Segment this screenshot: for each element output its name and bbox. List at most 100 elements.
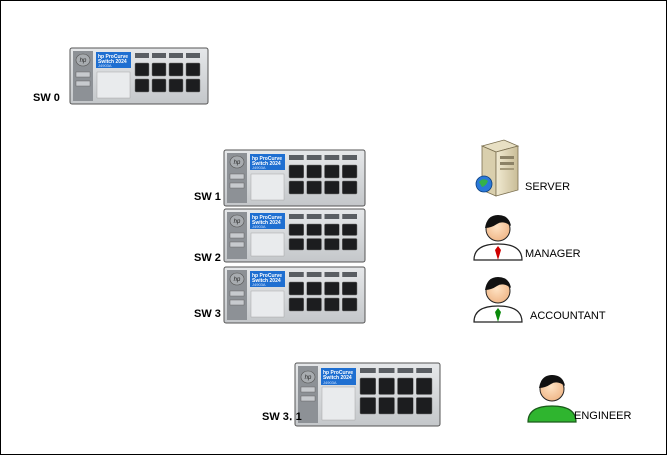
ethernet-port[interactable] [168,78,184,93]
switch-brand-badge [321,368,356,385]
switch-model: J4903A [98,63,112,68]
ethernet-port[interactable] [306,223,322,236]
port-number-tag [306,155,322,160]
user-icon [473,215,523,261]
port-number-tag [416,368,432,373]
accountant-node[interactable]: ACCOUNTANT [473,277,606,323]
switch-front-button[interactable] [75,80,91,87]
ethernet-port[interactable] [342,281,358,296]
svg-text:hp: hp [80,58,87,64]
ethernet-port[interactable] [397,397,414,415]
port-number-tag [186,53,200,58]
ethernet-port[interactable] [151,62,167,77]
switch-brand-line1: hp ProCurve [323,370,353,376]
switch-label-sw2: SW 2 [194,252,221,264]
user-icon [527,375,577,423]
server-node[interactable]: SERVER [475,139,570,197]
ethernet-port[interactable] [134,62,150,77]
switch-brand-line2: Switch 2024 [323,375,352,381]
ethernet-port[interactable] [324,297,340,312]
switch-model: J4903A [252,165,266,170]
switch-brand-badge [250,213,285,229]
port-number-tag [342,214,357,219]
server-label: SERVER [525,181,570,193]
switch-brand-line2: Switch 2024 [252,278,281,284]
user-icon [473,277,523,323]
ethernet-port[interactable] [324,223,340,236]
ethernet-port[interactable] [288,281,304,296]
manager-node[interactable]: MANAGER [473,215,581,261]
ethernet-port[interactable] [359,377,376,395]
ethernet-port[interactable] [324,238,340,251]
ethernet-port[interactable] [342,238,358,251]
port-number-tag [289,155,304,160]
switch-ports [300,368,433,421]
port-number-tag [306,272,322,277]
status-led-panel [321,386,356,421]
switch-brand-line1: hp ProCurve [252,156,282,162]
switch-front-button[interactable] [300,386,316,393]
engineer-node[interactable]: ENGINEER [527,375,632,423]
ethernet-port[interactable] [416,377,433,395]
ethernet-port[interactable] [342,164,358,179]
switch-brand-line1: hp ProCurve [252,215,282,221]
switch-front-button[interactable] [229,182,245,189]
ethernet-port[interactable] [306,297,322,312]
ethernet-port[interactable] [306,238,322,251]
ethernet-port[interactable] [342,180,358,195]
ethernet-port[interactable] [288,297,304,312]
ethernet-port[interactable] [151,78,167,93]
switch-model: J4903A [252,282,266,287]
ethernet-port[interactable] [342,223,358,236]
ethernet-port[interactable] [342,297,358,312]
ethernet-port[interactable] [185,62,201,77]
status-led-panel [250,232,285,257]
switch-sw2[interactable]: hp hp ProCurve Switch 2024 J4903A [223,208,366,263]
ethernet-port[interactable] [397,377,414,395]
port-number-tag [324,214,340,219]
port-number-tag [324,272,340,277]
ethernet-port[interactable] [359,397,376,415]
ethernet-port[interactable] [134,78,150,93]
switch-front-button[interactable] [300,395,316,402]
ethernet-port[interactable] [288,180,304,195]
switch-sw31[interactable]: hp hp ProCurve Switch 2024 J4903A [294,362,441,427]
ethernet-port[interactable] [306,180,322,195]
ethernet-port[interactable] [378,377,395,395]
svg-text:hp: hp [305,375,312,381]
ethernet-port[interactable] [288,164,304,179]
ethernet-port[interactable] [185,78,201,93]
switch-front-button[interactable] [229,241,245,248]
switch-sw0[interactable]: hp hp ProCurve Switch 2024 J4903A [69,47,209,105]
switch-sw1[interactable]: hp hp ProCurve Switch 2024 J4903A [223,149,366,207]
port-number-tag [152,53,166,58]
svg-text:hp: hp [234,277,241,283]
switch-front-button[interactable] [229,290,245,297]
ethernet-port[interactable] [324,164,340,179]
ethernet-port[interactable] [416,397,433,415]
switch-ports [229,214,358,257]
switch-label-sw3: SW 3 [194,308,221,320]
ethernet-port[interactable] [288,238,304,251]
switch-label-sw1: SW 1 [194,191,221,203]
switch-front-button[interactable] [229,173,245,180]
switch-front-button[interactable] [75,71,91,78]
ethernet-port[interactable] [288,223,304,236]
ethernet-port[interactable] [324,180,340,195]
switch-front-button[interactable] [229,232,245,239]
switch-brand-line1: hp ProCurve [252,273,282,279]
ethernet-port[interactable] [378,397,395,415]
port-number-tag [135,53,149,58]
port-number-tag [342,155,357,160]
ethernet-port[interactable] [306,164,322,179]
ethernet-port[interactable] [306,281,322,296]
switch-brand-line2: Switch 2024 [98,59,127,65]
svg-text:hp: hp [234,160,241,166]
switch-sw3[interactable]: hp hp ProCurve Switch 2024 J4903A [223,266,366,324]
ethernet-port[interactable] [168,62,184,77]
switch-ports [229,155,358,201]
ethernet-port[interactable] [324,281,340,296]
switch-front-button[interactable] [229,299,245,306]
svg-text:hp: hp [234,219,241,225]
